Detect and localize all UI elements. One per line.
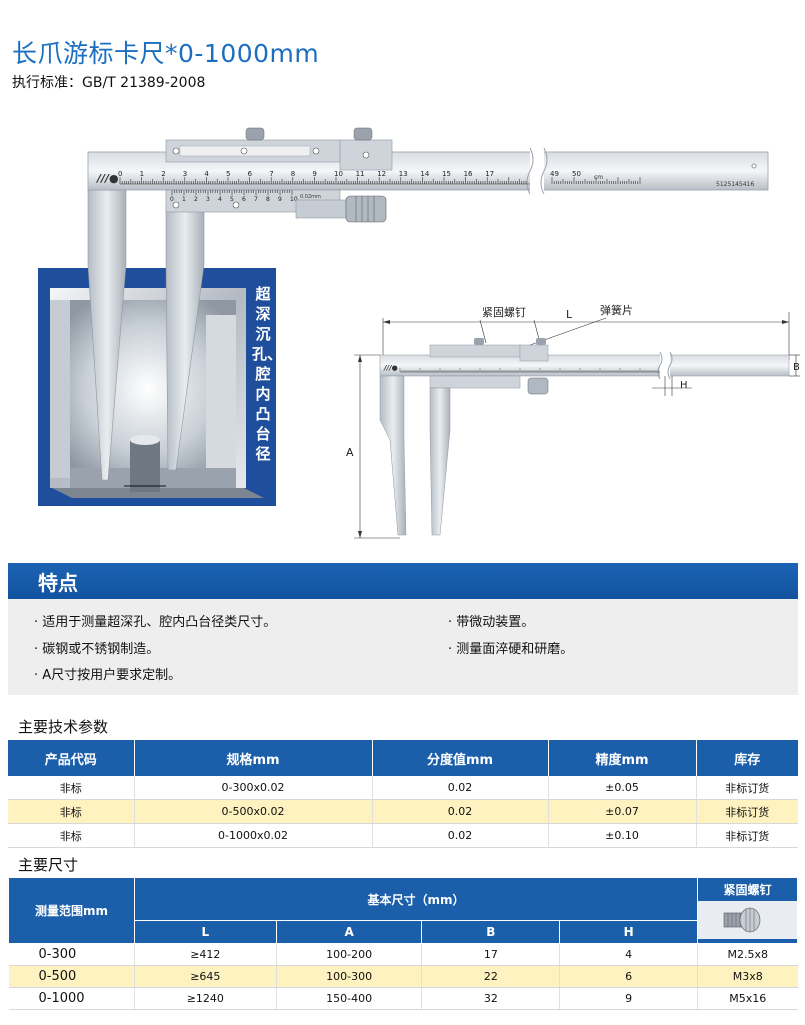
features-title: 特点	[38, 571, 78, 595]
col-header: A	[275, 920, 423, 944]
col-header: 规格mm	[133, 740, 372, 776]
feature-item: · 碳钢或不锈钢制造。	[34, 642, 160, 657]
application-label: 超深沉孔、腔内凸台径	[252, 285, 283, 463]
screw-header: 紧固螺钉	[723, 883, 772, 897]
feature-item: · 测量面淬硬和研磨。	[448, 642, 574, 657]
feature-item: · 带微动装置。	[448, 615, 535, 630]
scale-number: 14	[420, 170, 429, 178]
dim-L-label: L	[566, 308, 573, 321]
scale-number: 5	[226, 170, 230, 178]
svg-text:0.02mm: 0.02mm	[300, 194, 321, 200]
scale-number: 8	[291, 170, 295, 178]
scale-number: 0	[118, 170, 122, 178]
scale-number: 3	[183, 170, 187, 178]
scale-number: 15	[442, 170, 451, 178]
screw-callout: 紧固螺钉	[482, 306, 526, 319]
scale-number: 17	[485, 170, 494, 178]
svg-text:///●: ///●	[383, 364, 398, 372]
locking-screw-icon	[245, 127, 265, 141]
dimensions-table: 测量范围mm 基本尺寸（mm） 紧固螺钉 L A B H	[8, 877, 798, 1010]
col-header: 库存	[695, 740, 798, 776]
vernier-number: 5	[230, 196, 234, 203]
col-header: B	[421, 920, 561, 944]
screw-image	[698, 901, 797, 939]
scale-number: 50	[572, 170, 581, 178]
features-header: 特点	[8, 563, 798, 599]
tech-params-title: 主要技术参数	[18, 718, 109, 736]
group-header: 基本尺寸（mm）	[133, 877, 699, 921]
scale-number: 2	[161, 170, 165, 178]
col-header: 精度mm	[547, 740, 696, 776]
dimension-drawing: L 紧固螺钉 弹簧片 ///● A B	[346, 303, 800, 539]
range-header: 测量范围mm	[8, 877, 135, 944]
scale-number: 10	[334, 170, 343, 178]
vernier-number: 9	[278, 196, 282, 203]
vernier-number: 10	[290, 196, 298, 203]
scale-unit: cm	[594, 174, 603, 181]
vernier-number: 3	[206, 196, 210, 203]
feature-item: · A尺寸按用户要求定制。	[34, 668, 182, 683]
vernier-number: 2	[194, 196, 198, 203]
vernier-number: 4	[218, 196, 222, 203]
spring-callout: 弹簧片	[600, 303, 633, 317]
dimensions-title: 主要尺寸	[18, 856, 79, 874]
scale-number: 4	[204, 170, 209, 178]
svg-text:///●: ///●	[95, 172, 119, 185]
features-panel: · 适用于测量超深孔、腔内凸台径类尺寸。 · 碳钢或不锈钢制造。 · A尺寸按用…	[8, 599, 798, 695]
screw-header-cell: 紧固螺钉	[697, 877, 798, 944]
vernier-number: 0	[170, 196, 174, 203]
scale-number: 13	[399, 170, 408, 178]
standard-label: 执行标准：GB/T 21389-2008	[12, 75, 206, 91]
scale-number: 49	[550, 170, 559, 178]
serial-number: 5125145416	[716, 181, 754, 188]
fine-adjust-wheel-icon	[345, 195, 387, 223]
vernier-number: 6	[242, 196, 246, 203]
scale-number: 9	[312, 170, 316, 178]
scale-number: 12	[377, 170, 386, 178]
col-header: H	[559, 920, 699, 944]
feature-item: · 适用于测量超深孔、腔内凸台径类尺寸。	[34, 615, 277, 630]
scale-number: 11	[356, 170, 365, 178]
col-header: 产品代码	[8, 740, 134, 776]
scale-number: 1	[140, 170, 144, 178]
inner-boss	[130, 440, 160, 492]
dim-A-label: A	[346, 446, 354, 459]
vernier-number: 7	[254, 196, 258, 203]
scale-number: 7	[269, 170, 273, 178]
col-header: L	[133, 920, 277, 944]
dim-H-label: H	[680, 380, 688, 391]
col-header: 分度值mm	[371, 740, 548, 776]
dim-B-label: B	[793, 362, 800, 373]
scale-number: 16	[464, 170, 473, 178]
vernier-number: 1	[182, 196, 186, 203]
scale-number: 6	[248, 170, 253, 178]
fine-screw-rod	[295, 199, 347, 219]
page-title: 长爪游标卡尺*0-1000mm	[12, 39, 320, 68]
thumb-screw-icon	[723, 907, 760, 933]
vernier-number: 8	[266, 196, 270, 203]
